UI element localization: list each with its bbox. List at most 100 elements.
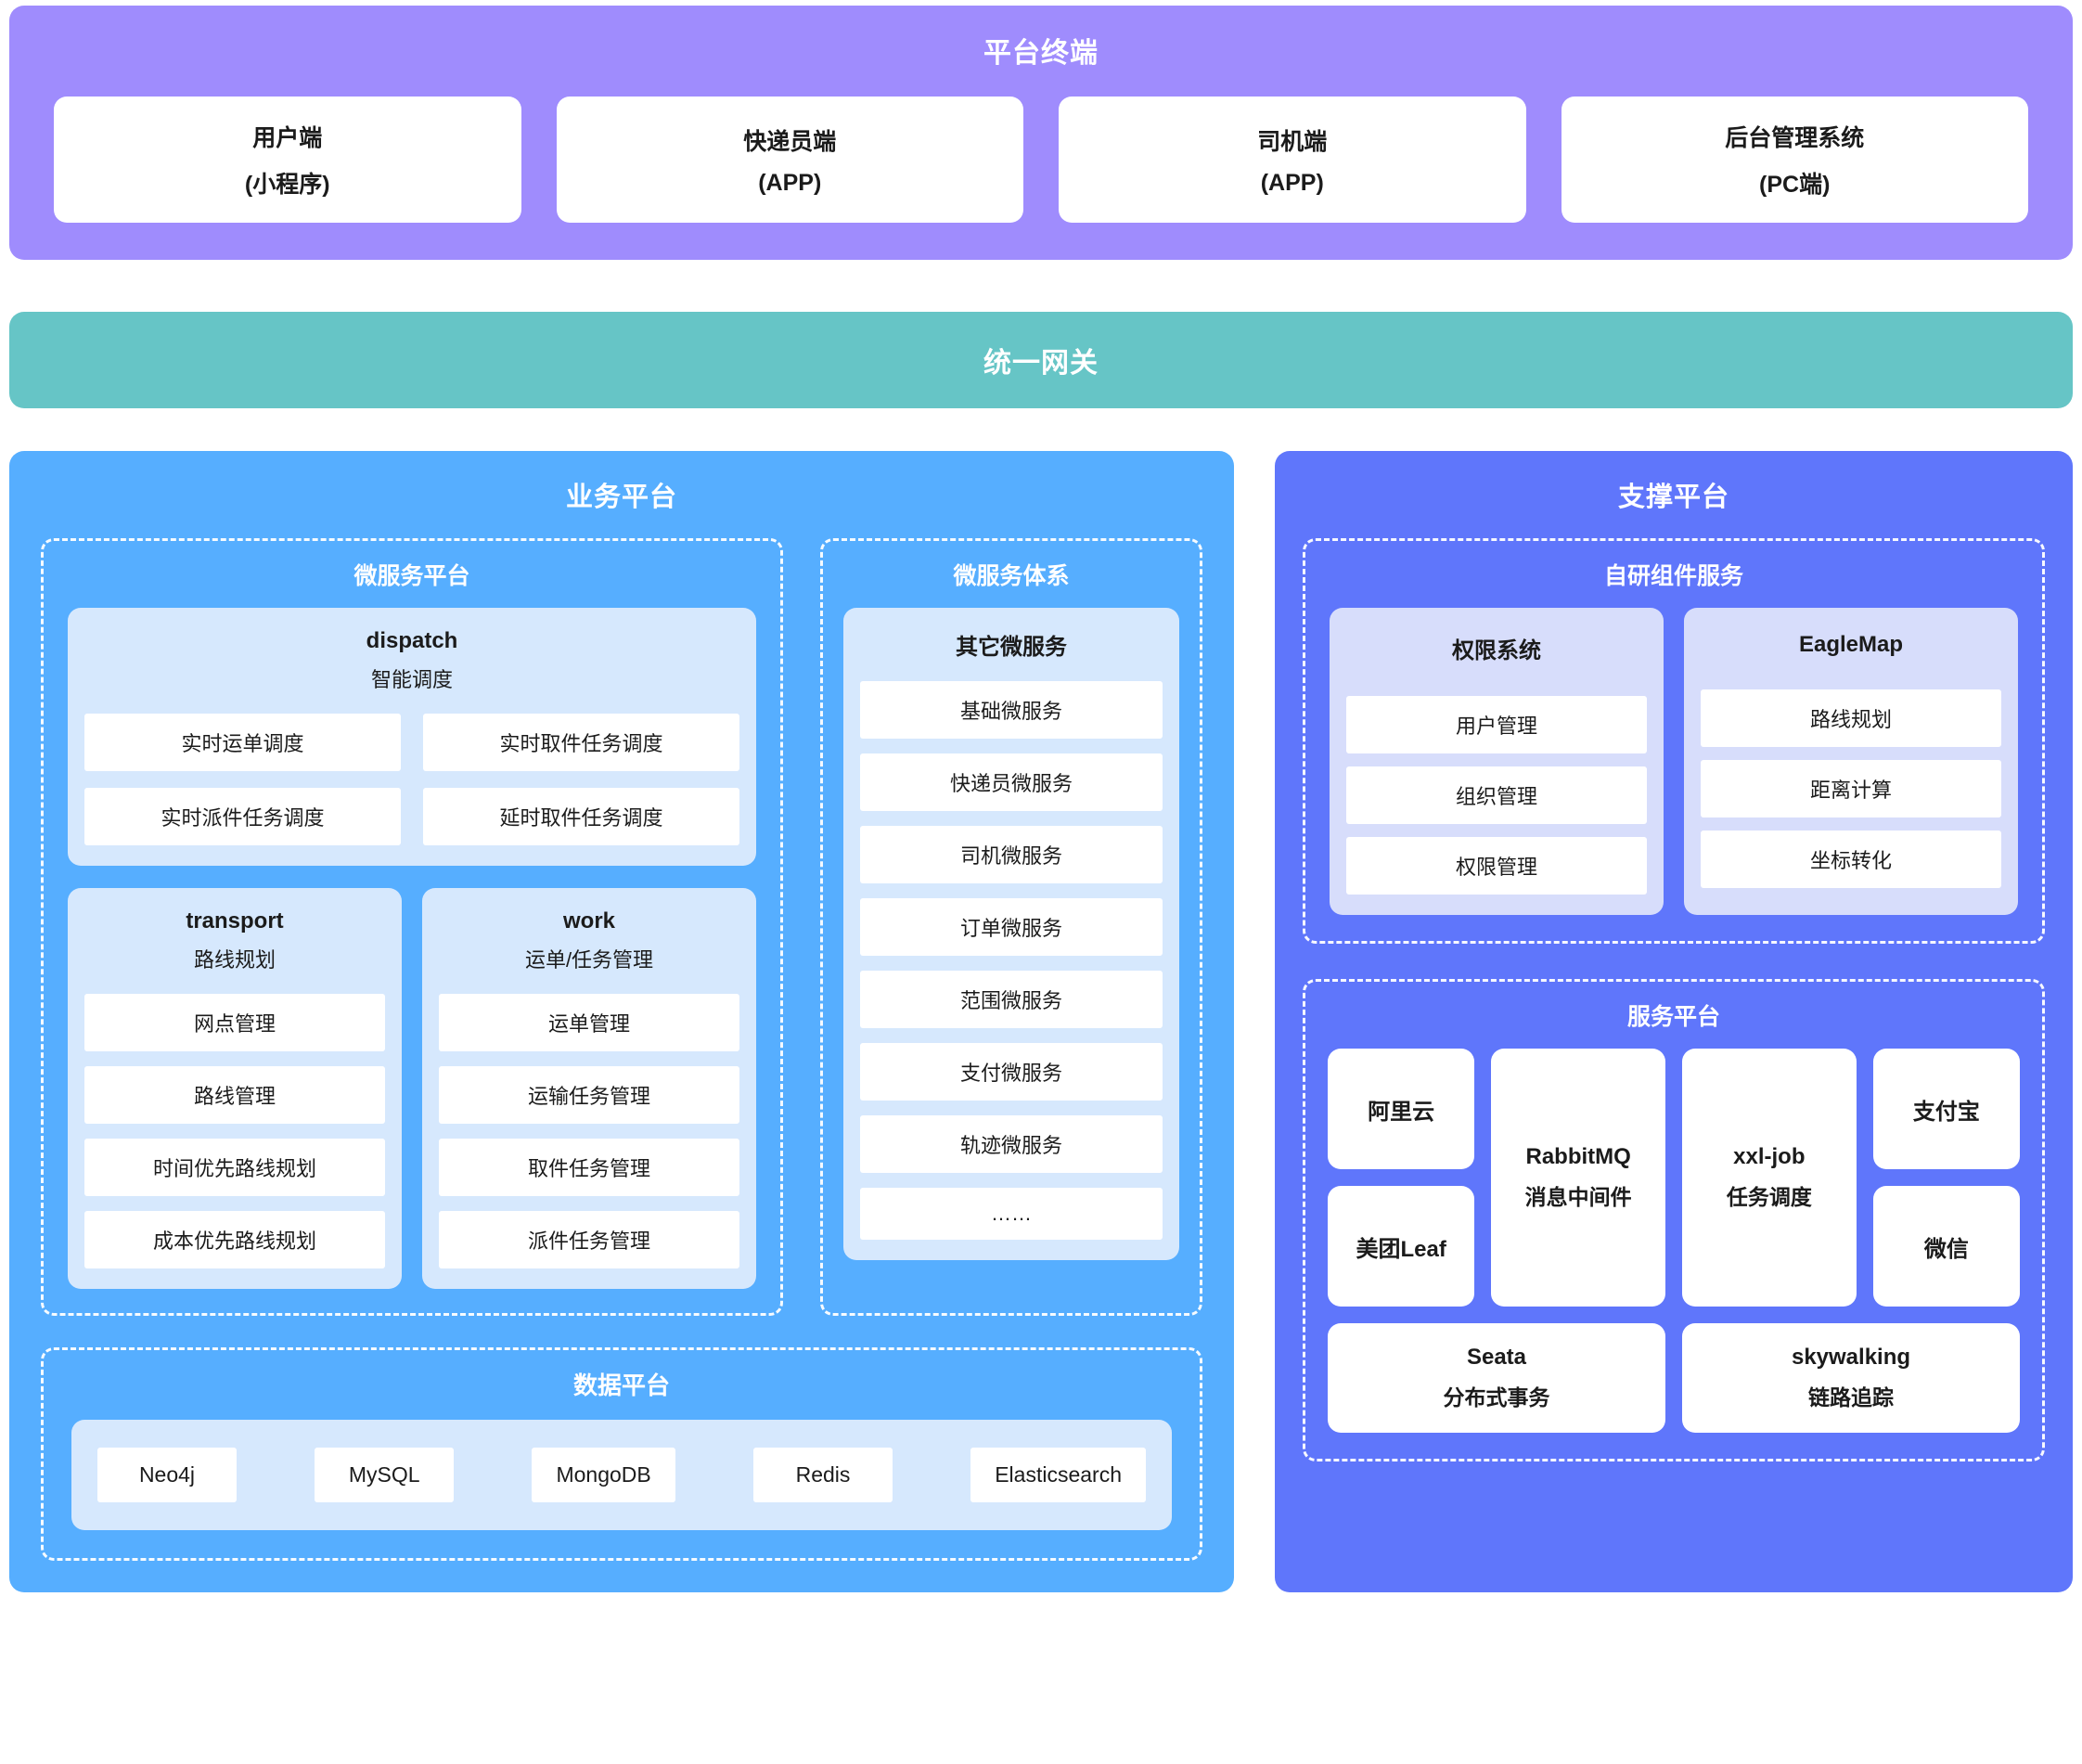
service-tile-seata[interactable]: Seata 分布式事务 [1328,1323,1665,1433]
feature-chip[interactable]: 运单管理 [439,994,739,1051]
service-name: transport [186,908,284,934]
terminal-card-name: 司机端 [1257,128,1328,155]
service-tile-meituan-leaf[interactable]: 美团Leaf [1328,1186,1475,1307]
feature-chip[interactable]: 延时取件任务调度 [423,788,739,845]
business-upper-row: 微服务平台 dispatch 智能调度 实时运单调度 实时取件任务调度 实时派件… [41,538,1202,1316]
microservice-chip[interactable]: 范围微服务 [860,971,1163,1028]
component-card-eaglemap[interactable]: EagleMap 路线规划 距离计算 坐标转化 [1684,608,2018,915]
feature-chip[interactable]: 取件任务管理 [439,1139,739,1196]
terminal-card-name: 用户端 [252,125,323,151]
microservice-system-title: 微服务体系 [953,563,1070,589]
service-tile-name: 美团Leaf [1356,1236,1446,1262]
terminal-card-name: 快递员端 [743,128,837,155]
data-platform-group: 数据平台 Neo4j MySQL MongoDB Redis Elasticse… [41,1347,1202,1561]
service-tile-skywalking[interactable]: skywalking 链路追踪 [1682,1323,2020,1433]
service-desc: 路线规划 [193,948,276,972]
terminal-card-driver[interactable]: 司机端 (APP) [1059,97,1526,223]
microservice-chip[interactable]: 轨迹微服务 [860,1115,1163,1173]
support-platform-title: 支撑平台 [1617,483,1729,512]
platforms-row: 业务平台 微服务平台 dispatch 智能调度 实时运单调度 实时取件任务调度… [9,451,2073,1592]
terminal-card-desc: (PC端) [1759,172,1831,198]
microservice-chip[interactable]: 订单微服务 [860,898,1163,956]
feature-chip[interactable]: 实时运单调度 [84,714,401,771]
feature-chip[interactable]: 成本优先路线规划 [84,1211,385,1268]
eaglemap-feature-list: 路线规划 距离计算 坐标转化 [1701,689,2001,888]
feature-chip[interactable]: 时间优先路线规划 [84,1139,385,1196]
service-tile-name: RabbitMQ [1525,1144,1631,1169]
service-tile-aliyun[interactable]: 阿里云 [1328,1049,1475,1169]
database-chip[interactable]: Redis [752,1448,893,1502]
permission-feature-list: 用户管理 组织管理 权限管理 [1346,696,1647,895]
service-name: dispatch [366,628,458,653]
platform-terminal-title: 平台终端 [983,38,1099,69]
service-tile-name: 微信 [1923,1236,1969,1262]
microservice-platform-group: 微服务平台 dispatch 智能调度 实时运单调度 实时取件任务调度 实时派件… [41,538,783,1316]
feature-chip[interactable]: 距离计算 [1701,760,2001,818]
microservice-chip[interactable]: 司机微服务 [860,826,1163,883]
feature-chip[interactable]: 运输任务管理 [439,1066,739,1124]
service-tile-name: xxl-job [1733,1144,1806,1169]
service-tile-name: 阿里云 [1368,1099,1435,1125]
component-card-permission-system[interactable]: 权限系统 用户管理 组织管理 权限管理 [1330,608,1664,915]
terminal-card-desc: (APP) [1260,169,1324,196]
terminal-card-name: 后台管理系统 [1725,125,1865,151]
microservice-chip[interactable]: 快递员微服务 [860,753,1163,811]
service-tile-grid: 阿里云 美团Leaf RabbitMQ 消息中间件 xxl-job 任务调度 支… [1328,1049,2020,1433]
transport-work-row: transport 路线规划 网点管理 路线管理 时间优先路线规划 成本优先路线… [68,888,756,1289]
database-chip[interactable]: Neo4j [97,1448,237,1502]
microservice-chip[interactable]: 支付微服务 [860,1043,1163,1101]
service-card-header: work 运单/任务管理 [439,908,739,973]
microservice-system-group: 微服务体系 其它微服务 基础微服务 快递员微服务 司机微服务 订单微服务 范围微… [820,538,1202,1316]
microservice-chip[interactable]: 基础微服务 [860,681,1163,739]
component-name: 权限系统 [1452,638,1541,663]
database-chip[interactable]: Elasticsearch [970,1448,1146,1502]
work-feature-list: 运单管理 运输任务管理 取件任务管理 派件任务管理 [439,994,739,1268]
feature-chip[interactable]: 坐标转化 [1701,830,2001,888]
service-name: 其它微服务 [956,635,1067,660]
service-tile-sub: 分布式事务 [1443,1385,1550,1410]
terminal-card-user[interactable]: 用户端 (小程序) [54,97,521,223]
database-chip[interactable]: MongoDB [532,1448,675,1502]
terminal-card-desc: (小程序) [244,172,330,198]
data-platform-title: 数据平台 [572,1371,670,1399]
service-tile-wechat[interactable]: 微信 [1872,1186,2020,1307]
business-platform-panel: 业务平台 微服务平台 dispatch 智能调度 实时运单调度 实时取件任务调度… [9,451,1234,1592]
feature-chip[interactable]: 权限管理 [1346,837,1647,895]
feature-chip[interactable]: 网点管理 [84,994,385,1051]
terminal-card-admin[interactable]: 后台管理系统 (PC端) [1561,97,2028,223]
service-card-dispatch[interactable]: dispatch 智能调度 实时运单调度 实时取件任务调度 实时派件任务调度 延… [68,608,756,866]
feature-chip[interactable]: 派件任务管理 [439,1211,739,1268]
service-tile-rabbitmq[interactable]: RabbitMQ 消息中间件 [1491,1049,1665,1307]
service-desc: 运单/任务管理 [524,948,654,972]
feature-chip[interactable]: 实时派件任务调度 [84,788,401,845]
unified-gateway-title: 统一网关 [983,348,1099,379]
terminal-card-courier[interactable]: 快递员端 (APP) [556,97,1023,223]
feature-chip[interactable]: 路线管理 [84,1066,385,1124]
business-platform-title: 业务平台 [565,483,677,512]
service-card-header: dispatch 智能调度 [84,628,739,693]
self-developed-components-group: 自研组件服务 权限系统 用户管理 组织管理 权限管理 EagleMap 路线规划… [1303,538,2045,944]
unified-gateway-band: 统一网关 [9,312,2073,408]
service-tile-alipay[interactable]: 支付宝 [1872,1049,2020,1169]
terminal-card-row: 用户端 (小程序) 快递员端 (APP) 司机端 (APP) 后台管理系统 (P… [54,97,2028,223]
platform-terminal-band: 平台终端 用户端 (小程序) 快递员端 (APP) 司机端 (APP) 后台管理… [9,6,2073,260]
database-chip[interactable]: MySQL [315,1448,455,1502]
service-tile-name: 支付宝 [1912,1099,1980,1125]
service-platform-group: 服务平台 阿里云 美团Leaf RabbitMQ 消息中间件 xxl-job 任… [1303,979,2045,1461]
feature-chip[interactable]: 组织管理 [1346,766,1647,824]
other-microservice-list: 基础微服务 快递员微服务 司机微服务 订单微服务 范围微服务 支付微服务 轨迹微… [860,681,1163,1240]
microservice-chip-more[interactable]: …… [860,1188,1163,1240]
service-card-work[interactable]: work 运单/任务管理 运单管理 运输任务管理 取件任务管理 派件任务管理 [422,888,756,1289]
self-developed-cards-row: 权限系统 用户管理 组织管理 权限管理 EagleMap 路线规划 距离计算 坐… [1330,608,2018,915]
microservice-platform-title: 微服务平台 [353,563,470,589]
service-tile-name: skywalking [1791,1345,1911,1370]
feature-chip[interactable]: 路线规划 [1701,689,2001,747]
service-card-other-microservices[interactable]: 其它微服务 基础微服务 快递员微服务 司机微服务 订单微服务 范围微服务 支付微… [843,608,1179,1260]
service-tile-xxl-job[interactable]: xxl-job 任务调度 [1682,1049,1857,1307]
terminal-card-desc: (APP) [758,169,822,196]
service-tile-sub: 链路追踪 [1808,1385,1894,1410]
feature-chip[interactable]: 用户管理 [1346,696,1647,753]
service-card-transport[interactable]: transport 路线规划 网点管理 路线管理 时间优先路线规划 成本优先路线… [68,888,402,1289]
feature-chip[interactable]: 实时取件任务调度 [423,714,739,771]
component-name: EagleMap [1798,632,1904,657]
